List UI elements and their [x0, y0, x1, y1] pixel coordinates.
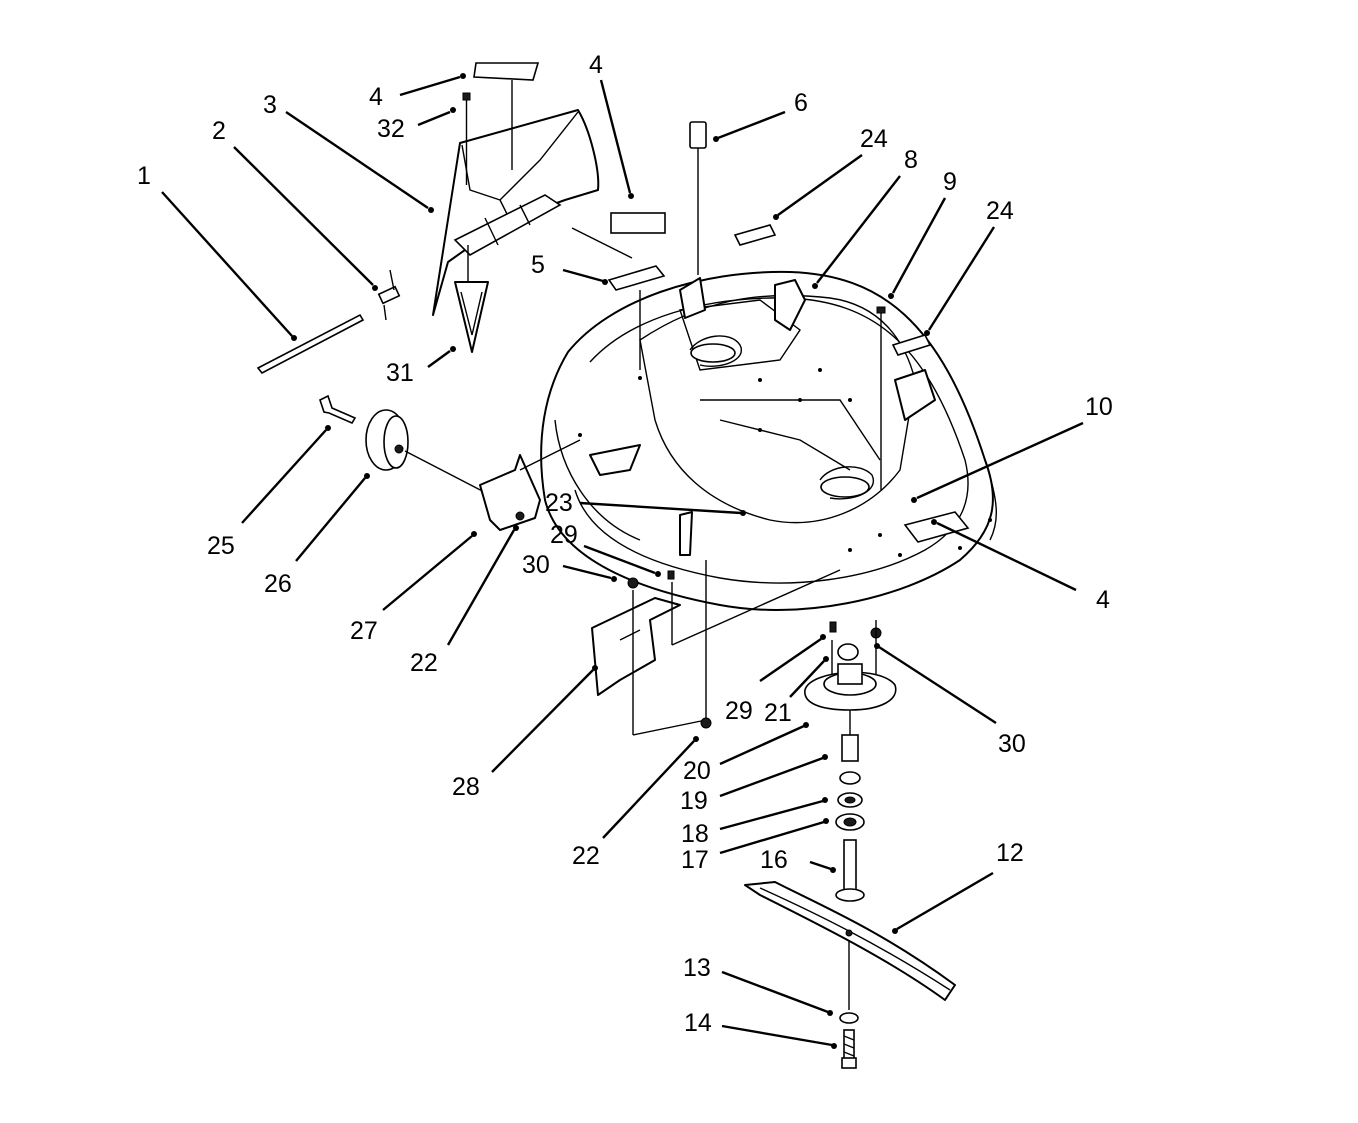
callout-25: 25	[207, 532, 235, 560]
torsion-spring	[377, 269, 401, 321]
pin-6	[689, 121, 707, 275]
callout-17: 17	[681, 846, 709, 874]
callout-23: 23	[545, 489, 573, 517]
callout-29-upper: 29	[550, 521, 578, 549]
callout-22-upper: 22	[410, 649, 438, 677]
callout-29-lower: 29	[725, 697, 753, 725]
mower-deck-housing	[540, 270, 998, 611]
callout-19: 19	[680, 787, 708, 815]
callout-30-lower: 30	[998, 730, 1026, 758]
callout-27: 27	[350, 617, 378, 645]
callout-28: 28	[452, 773, 480, 801]
spindle-assembly	[804, 620, 897, 902]
callout-20: 20	[683, 757, 711, 785]
callout-32: 32	[377, 115, 405, 143]
callout-14: 14	[684, 1009, 712, 1037]
callout-24-left: 24	[860, 125, 888, 153]
callout-leaders	[161, 73, 1084, 1049]
callout-9: 9	[943, 168, 957, 196]
hinge-rod	[256, 313, 365, 375]
callout-12: 12	[996, 839, 1024, 867]
callout-13: 13	[683, 954, 711, 982]
callout-18: 18	[681, 820, 709, 848]
callout-4-decal-deck: 4	[1096, 586, 1110, 614]
parts-artwork	[256, 62, 998, 1069]
callout-22-lower: 22	[572, 842, 600, 870]
callout-8: 8	[904, 146, 918, 174]
callout-24-right: 24	[986, 197, 1014, 225]
bolt-9	[876, 306, 886, 490]
callout-3: 3	[263, 91, 277, 119]
callout-6: 6	[794, 89, 808, 117]
deflector-clip	[454, 245, 489, 353]
screw-32	[462, 92, 471, 185]
mounting-bracket	[591, 560, 841, 736]
decals	[473, 62, 932, 370]
callout-16: 16	[760, 846, 788, 874]
blade-bolt-washer	[839, 1012, 859, 1069]
mower-blade	[744, 881, 956, 1010]
callout-31: 31	[386, 359, 414, 387]
callout-1: 1	[137, 162, 151, 190]
callout-4-decal-top: 4	[589, 51, 603, 79]
callout-labels: 1 2 3 4 32 4 6 24 8 9 24 5 31 10 25 26 2…	[137, 51, 1113, 1037]
callout-5: 5	[531, 251, 545, 279]
callout-30-upper: 30	[522, 551, 550, 579]
gauge-wheel-assembly	[319, 394, 491, 496]
callout-10: 10	[1085, 393, 1113, 421]
wheel-bracket	[479, 439, 581, 531]
callout-2: 2	[212, 117, 226, 145]
callout-26: 26	[264, 570, 292, 598]
callout-21: 21	[764, 699, 792, 727]
discharge-chute	[432, 109, 600, 316]
callout-4-decal-chute: 4	[369, 83, 383, 111]
